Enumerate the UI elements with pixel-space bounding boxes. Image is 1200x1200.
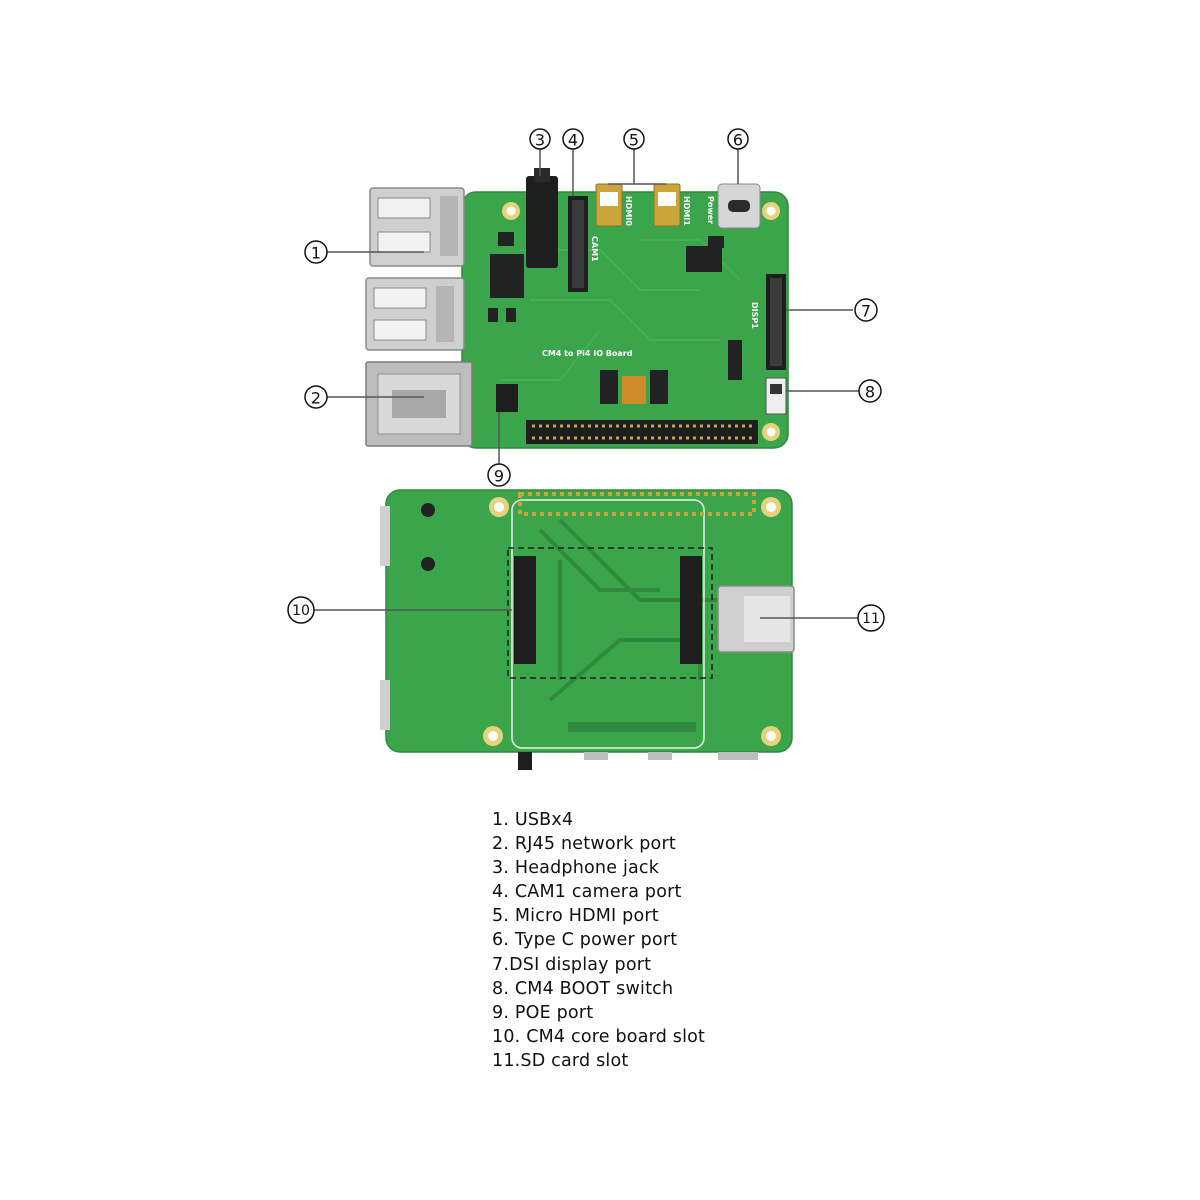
- callout-2: 2: [304, 385, 328, 409]
- legend-item-usb: 1. USBx4: [492, 810, 574, 830]
- callout-10: 10: [287, 596, 315, 624]
- svg-text:2: 2: [311, 389, 321, 408]
- poe-header: [496, 384, 518, 412]
- callout-lines: [314, 149, 859, 619]
- legend-item-sd: 11.SD card slot: [492, 1050, 629, 1071]
- callout-markers: 1 2 3 4 5 6 7 8 9 10 11: [287, 128, 885, 632]
- callout-7: 7: [854, 298, 878, 322]
- callout-1: 1: [304, 240, 328, 264]
- silk-cam1: CAM1: [590, 236, 599, 262]
- legend-item-dsi: 7.DSI display port: [492, 954, 652, 975]
- top-components: [488, 232, 742, 404]
- legend-item-headphone: 3. Headphone jack: [492, 858, 660, 879]
- legend-item-cam1: 4. CAM1 camera port: [492, 882, 682, 903]
- callout-11: 11: [857, 604, 885, 632]
- silk-power: Power: [706, 196, 715, 224]
- callout-5: 5: [623, 128, 645, 150]
- svg-text:10: 10: [292, 603, 310, 619]
- svg-text:1: 1: [311, 244, 321, 263]
- svg-text:5: 5: [629, 131, 639, 150]
- cam1-connector: [568, 196, 588, 292]
- silk-hdmi0: HDMI0: [624, 196, 633, 226]
- callout-8: 8: [858, 379, 882, 403]
- headphone-jack: [526, 168, 558, 268]
- svg-text:7: 7: [861, 302, 871, 321]
- type-c-port: [717, 183, 761, 229]
- mounting-holes-top: [502, 202, 780, 441]
- dsi-connector: [766, 274, 786, 370]
- rj45-port: [365, 361, 473, 447]
- mounting-holes-bottom: [483, 497, 781, 746]
- callout-4: 4: [562, 128, 584, 150]
- svg-text:3: 3: [535, 131, 545, 150]
- legend-item-poe: 9. POE port: [492, 1002, 594, 1023]
- callout-9: 9: [487, 463, 511, 487]
- svg-text:8: 8: [865, 383, 875, 402]
- legend: 1. USBx4 2. RJ45 network port 3. Headpho…: [492, 808, 705, 1073]
- svg-text:6: 6: [733, 131, 743, 150]
- silk-hdmi1: HDMI1: [682, 196, 691, 226]
- legend-item-cm4-slot: 10. CM4 core board slot: [492, 1026, 706, 1047]
- legend-item-typec: 6. Type C power port: [492, 930, 678, 951]
- pcb-traces: [500, 239, 741, 381]
- svg-text:11: 11: [862, 611, 880, 627]
- legend-item-hdmi: 5. Micro HDMI port: [492, 906, 659, 927]
- bottom-components: [380, 503, 758, 770]
- svg-text:4: 4: [568, 131, 578, 150]
- boot-switch: [765, 377, 787, 415]
- gpio-header-top: [526, 420, 758, 444]
- cm4-slot: [507, 547, 713, 679]
- silk-dsi: DISP1: [750, 302, 759, 329]
- bottom-traces: [538, 518, 720, 702]
- leader-5: [608, 149, 666, 185]
- callout-6: 6: [727, 128, 749, 150]
- legend-item-boot: 8. CM4 BOOT switch: [492, 978, 674, 999]
- micro-hdmi-ports: [595, 183, 681, 227]
- bottom-frame: [511, 499, 705, 749]
- usb-ports: [365, 187, 465, 351]
- callout-3: 3: [529, 128, 551, 150]
- svg-text:9: 9: [494, 467, 504, 486]
- gpio-pads-bottom: [518, 492, 756, 516]
- bottom-board: [380, 489, 795, 770]
- top-board: CAM1 HDMI0 HDMI1 Power C: [365, 168, 789, 449]
- legend-item-rj45: 2. RJ45 network port: [492, 834, 676, 855]
- silk-board-title: CM4 to Pi4 IO Board: [542, 349, 633, 358]
- sd-card-slot: [717, 585, 795, 653]
